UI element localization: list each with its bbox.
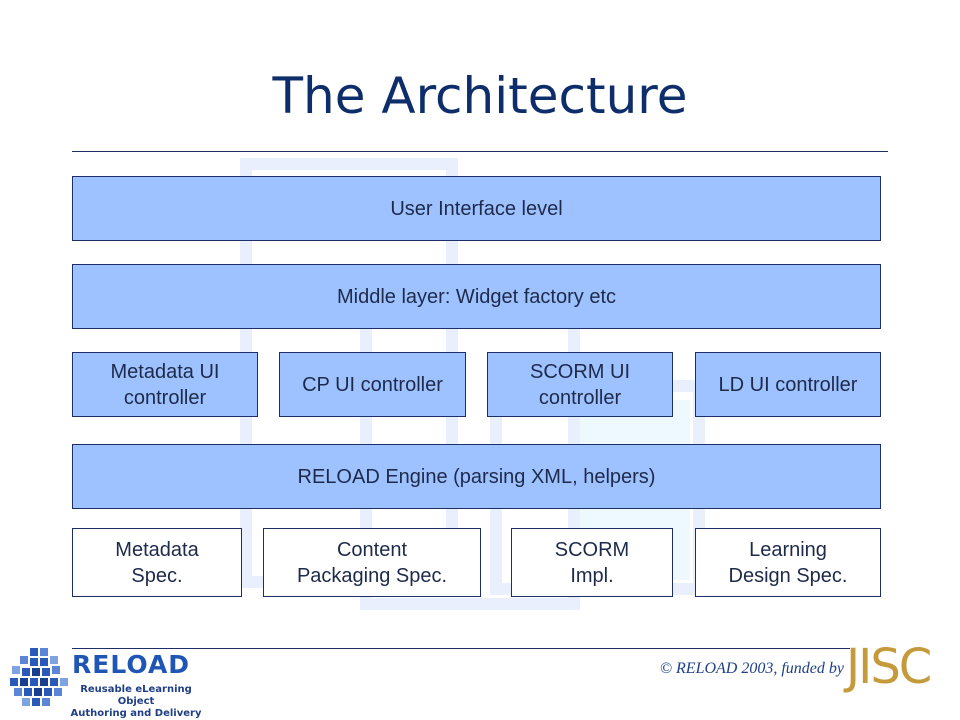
reload-engine-box: RELOAD Engine (parsing XML, helpers): [72, 444, 881, 509]
footer-divider: [72, 648, 850, 649]
scorm-impl-box: SCORM Impl.: [511, 528, 673, 597]
cp-ui-controller-box: CP UI controller: [279, 352, 466, 417]
slide-title: The Architecture: [272, 67, 688, 125]
middle-layer-box: Middle layer: Widget factory etc: [72, 264, 881, 329]
learning-design-spec-box: Learning Design Spec.: [695, 528, 881, 597]
ld-ui-controller-box: LD UI controller: [695, 352, 881, 417]
reload-logo: RELOAD Reusable eLearning Object Authori…: [6, 646, 206, 719]
metadata-ui-controller-box: Metadata UI controller: [72, 352, 258, 417]
scorm-ui-controller-box: SCORM UI controller: [487, 352, 673, 417]
reload-logo-name: RELOAD: [72, 650, 191, 679]
metadata-spec-box: Metadata Spec.: [72, 528, 242, 597]
title-divider: [72, 151, 888, 152]
reload-logo-tagline: Reusable eLearning Object Authoring and …: [70, 684, 202, 719]
jisc-logo: JISC: [846, 639, 932, 695]
ui-level-box: User Interface level: [72, 176, 881, 241]
reload-cube-icon: [10, 648, 68, 706]
copyright-text: © RELOAD 2003, funded by: [659, 660, 844, 677]
content-packaging-spec-box: Content Packaging Spec.: [263, 528, 481, 597]
